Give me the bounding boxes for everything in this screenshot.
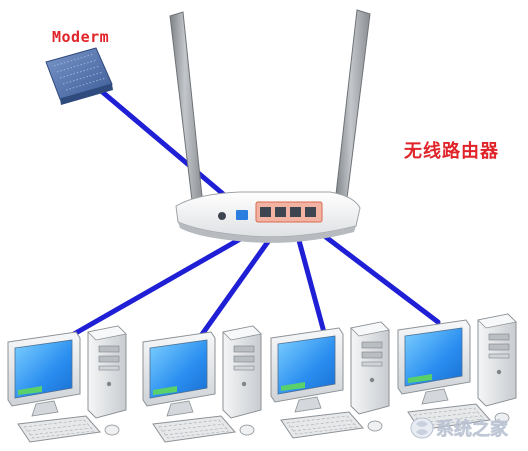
cable-router-computer-4 — [303, 219, 441, 325]
router-icon — [169, 9, 371, 243]
desktop-computer-icon-2 — [142, 325, 262, 443]
svg-text:系统之家: 系统之家 — [436, 418, 509, 440]
desktop-computer-icon-3 — [270, 321, 390, 439]
modem-label: Moderm — [52, 28, 110, 46]
modem-icon — [45, 47, 113, 105]
cable-router-computer-1 — [57, 219, 273, 345]
desktop-computer-icon-1 — [7, 325, 127, 443]
router-label: 无线路由器 — [404, 141, 499, 162]
xitongzhijia-logo: 系统之家 — [410, 417, 509, 440]
